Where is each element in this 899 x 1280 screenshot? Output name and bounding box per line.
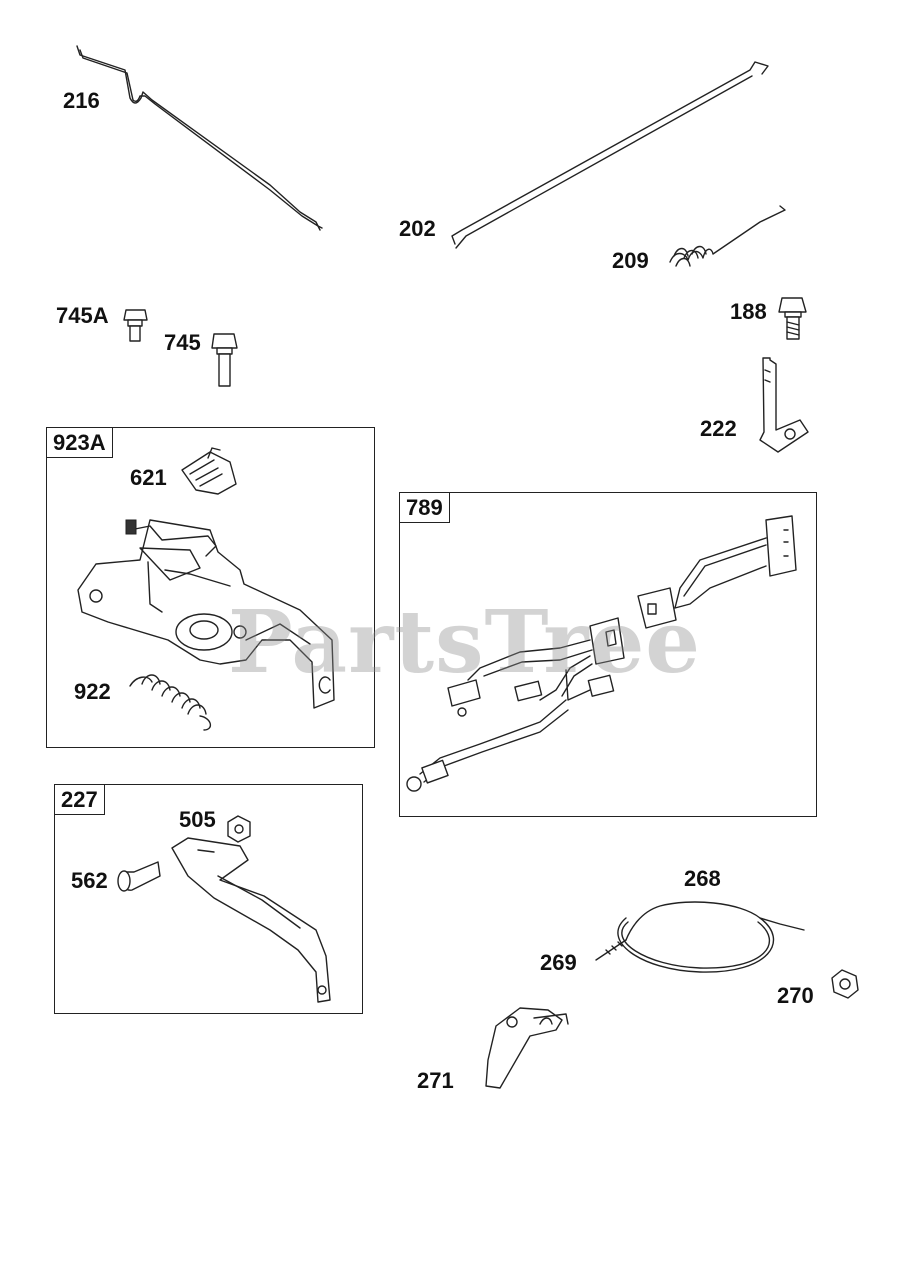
label-268: 268 (684, 866, 721, 891)
part-222-bracket (759, 357, 809, 453)
part-562-pin (117, 861, 161, 892)
group-box-227: 227 (54, 784, 363, 1014)
group-box-923A: 923A (46, 427, 375, 748)
group-tag-227: 227 (55, 785, 105, 815)
part-271-lever (485, 1007, 569, 1089)
label-745: 745 (164, 330, 201, 355)
group-tag-789: 789 (400, 493, 450, 523)
part-789-wire-harness (406, 515, 797, 792)
part-188-bolt (778, 297, 807, 340)
part-923A-control-assembly (77, 519, 335, 709)
label-209: 209 (612, 248, 649, 273)
label-202: 202 (399, 216, 436, 241)
label-222: 222 (700, 416, 737, 441)
part-216-governor-link (76, 45, 323, 231)
part-227-lever (171, 837, 331, 1003)
label-188: 188 (730, 299, 767, 324)
part-505-nut (227, 815, 251, 843)
watermark: PartsTree (228, 592, 702, 693)
label-621: 621 (130, 465, 167, 490)
label-271: 271 (417, 1068, 454, 1093)
part-269-cable-end (595, 939, 627, 961)
part-621-clip (181, 447, 237, 495)
group-box-789: 789 (399, 492, 817, 817)
part-745-bolt (211, 333, 238, 387)
part-745A-bolt (123, 309, 148, 342)
label-505: 505 (179, 807, 216, 832)
part-268-cable (617, 901, 805, 973)
label-745A: 745A (56, 303, 109, 328)
label-922: 922 (74, 679, 111, 704)
label-270: 270 (777, 983, 814, 1008)
group-tag-923A: 923A (47, 428, 113, 458)
part-209-spring (669, 205, 786, 267)
part-270-nut (831, 969, 859, 999)
label-562: 562 (71, 868, 108, 893)
part-202-rod (451, 61, 769, 249)
label-216: 216 (63, 88, 100, 113)
label-269: 269 (540, 950, 577, 975)
part-922-spring (129, 674, 211, 731)
